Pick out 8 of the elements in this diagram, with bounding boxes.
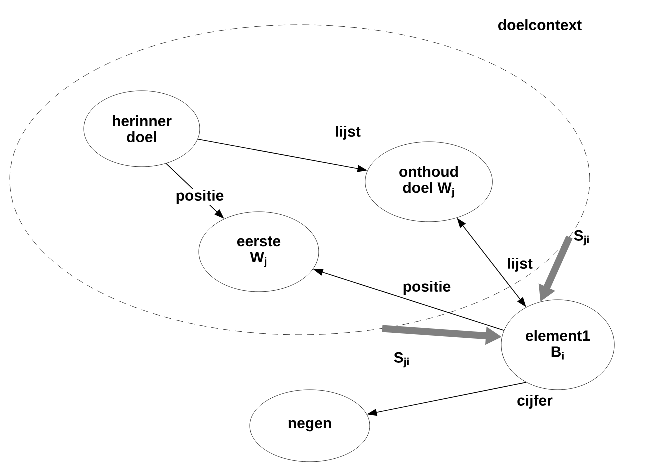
edge-label: positie (402, 280, 452, 296)
edge-label: lijst (334, 125, 362, 141)
context-label: doelcontext (498, 19, 582, 30)
edge-label: lijst (506, 257, 534, 273)
edge-label: S$_{ji}$ (572, 229, 592, 247)
edge-label: S$_{ji}$ (392, 351, 412, 369)
edge-label: positie (174, 189, 226, 205)
edge-label: cijfer (516, 394, 554, 410)
